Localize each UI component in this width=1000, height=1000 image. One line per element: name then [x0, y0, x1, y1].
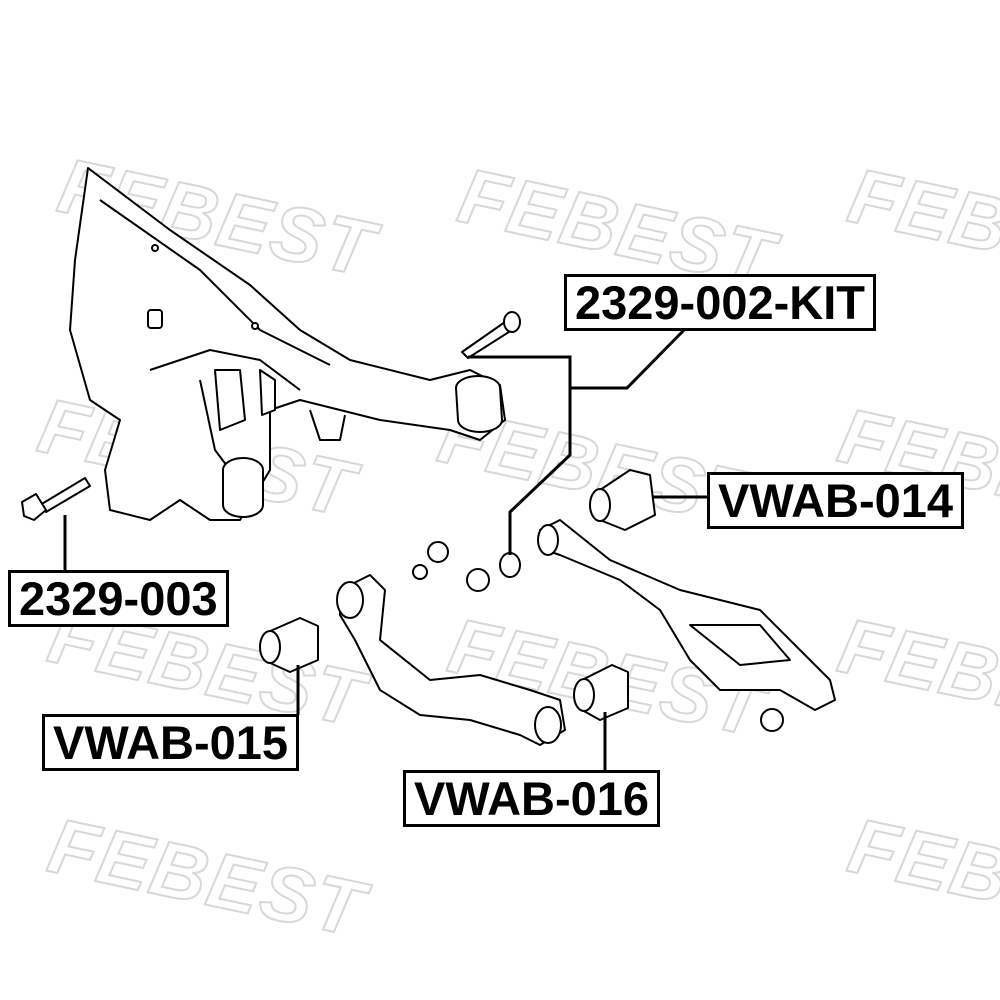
part-label-vwab-016[interactable]: VWAB-016 — [403, 770, 661, 827]
part-label-vwab-014[interactable]: VWAB-014 — [707, 472, 965, 529]
part-label-2329-003[interactable]: 2329-003 — [8, 570, 229, 627]
nut-drawing — [427, 541, 449, 563]
leader-lines — [63, 326, 710, 770]
part-label-2329-002-kit[interactable]: 2329-002-KIT — [564, 274, 876, 331]
part-label-vwab-015[interactable]: VWAB-015 — [42, 714, 300, 771]
subframe-drawing — [69, 167, 506, 521]
bushing-vwab-014-drawing — [589, 469, 656, 531]
bolt-drawing — [461, 311, 521, 359]
bolt-2329-003-drawing — [21, 477, 91, 521]
bushing-vwab-016-drawing — [573, 664, 629, 721]
bushing-vwab-015-drawing — [259, 617, 319, 673]
upper-arm-drawing — [339, 574, 566, 746]
washer-drawing — [499, 552, 521, 578]
